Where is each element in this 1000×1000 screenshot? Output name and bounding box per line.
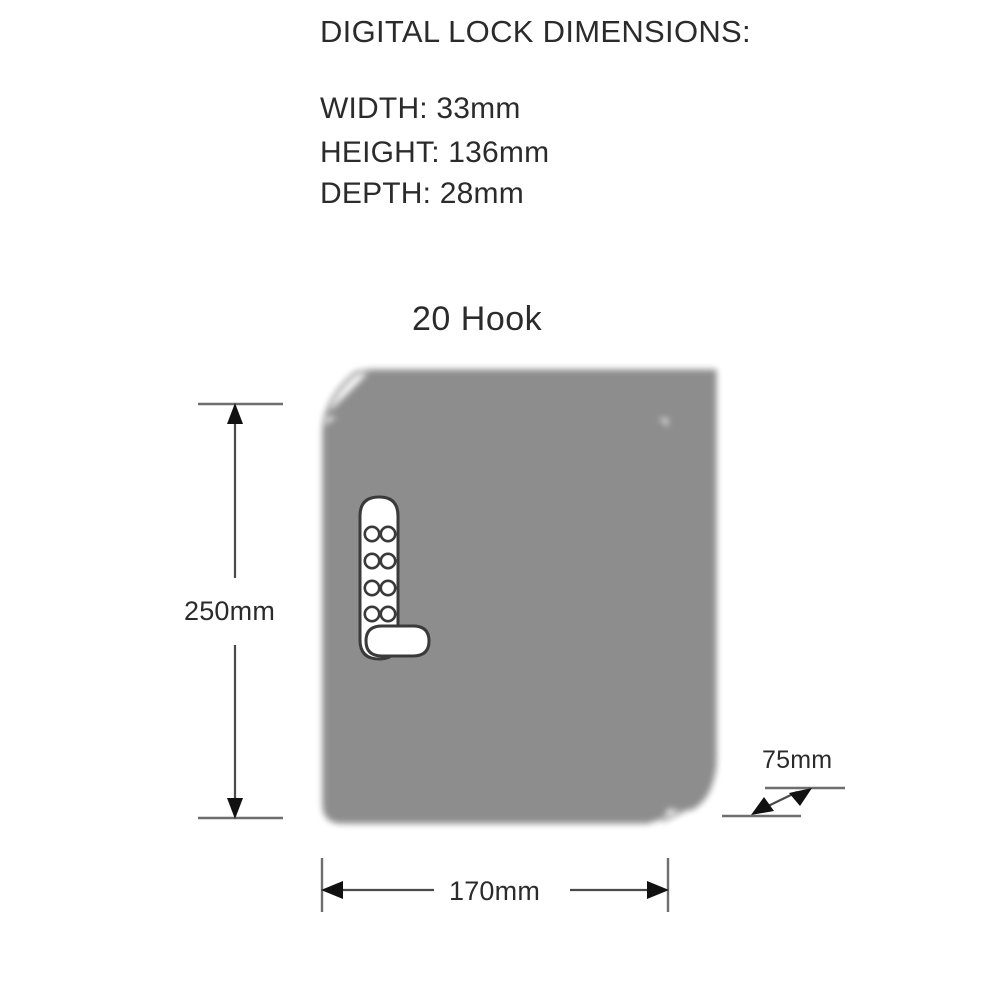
cabinet-top-back-edge <box>318 365 713 426</box>
cabinet-top-right-diagonal <box>663 365 713 415</box>
dimension-width-170mm: 170mm <box>320 858 670 912</box>
keypad-button <box>363 579 381 597</box>
keypad-button <box>379 579 397 597</box>
page-title: DIGITAL LOCK DIMENSIONS: <box>320 14 751 49</box>
digital-keypad-icon <box>358 495 431 661</box>
keypad-button <box>379 525 397 543</box>
spec-height: HEIGHT: 136mm <box>320 136 549 169</box>
keypad-button <box>363 525 381 543</box>
width-arrow-right <box>647 881 669 899</box>
keypad-button <box>379 552 397 570</box>
cabinet-side-face <box>665 367 711 806</box>
keypad-button <box>379 605 397 623</box>
height-arrow-down <box>227 798 243 819</box>
width-arrow-left <box>321 881 343 899</box>
height-dimension-label: 250mm <box>184 596 275 626</box>
width-dimension-label: 170mm <box>449 876 540 906</box>
depth-arrow-upper-right <box>789 788 812 806</box>
keypad-button <box>363 552 381 570</box>
depth-dimension-label: 75mm <box>762 746 832 774</box>
keypad-button <box>363 605 381 623</box>
key-cabinet-icon <box>318 365 713 820</box>
spec-depth: DEPTH: 28mm <box>320 177 524 210</box>
height-arrow-up <box>227 403 243 424</box>
cabinet-front-outline <box>318 422 647 820</box>
cabinet-top-face <box>320 367 711 413</box>
cabinet-bottom-side-edge <box>658 801 688 818</box>
depth-arrow-lower-left <box>751 797 774 815</box>
spec-width: WIDTH: 33mm <box>320 92 521 125</box>
dimension-depth-75mm: 75mm <box>722 746 845 818</box>
dimension-height-250mm: 250mm <box>184 402 283 820</box>
product-title: 20 Hook <box>412 300 543 338</box>
lock-handle-icon <box>364 624 431 658</box>
cabinet-bottom-right-corner <box>639 791 667 820</box>
cabinet-front-face <box>320 413 665 818</box>
cabinet-back-right-edge <box>684 365 713 805</box>
